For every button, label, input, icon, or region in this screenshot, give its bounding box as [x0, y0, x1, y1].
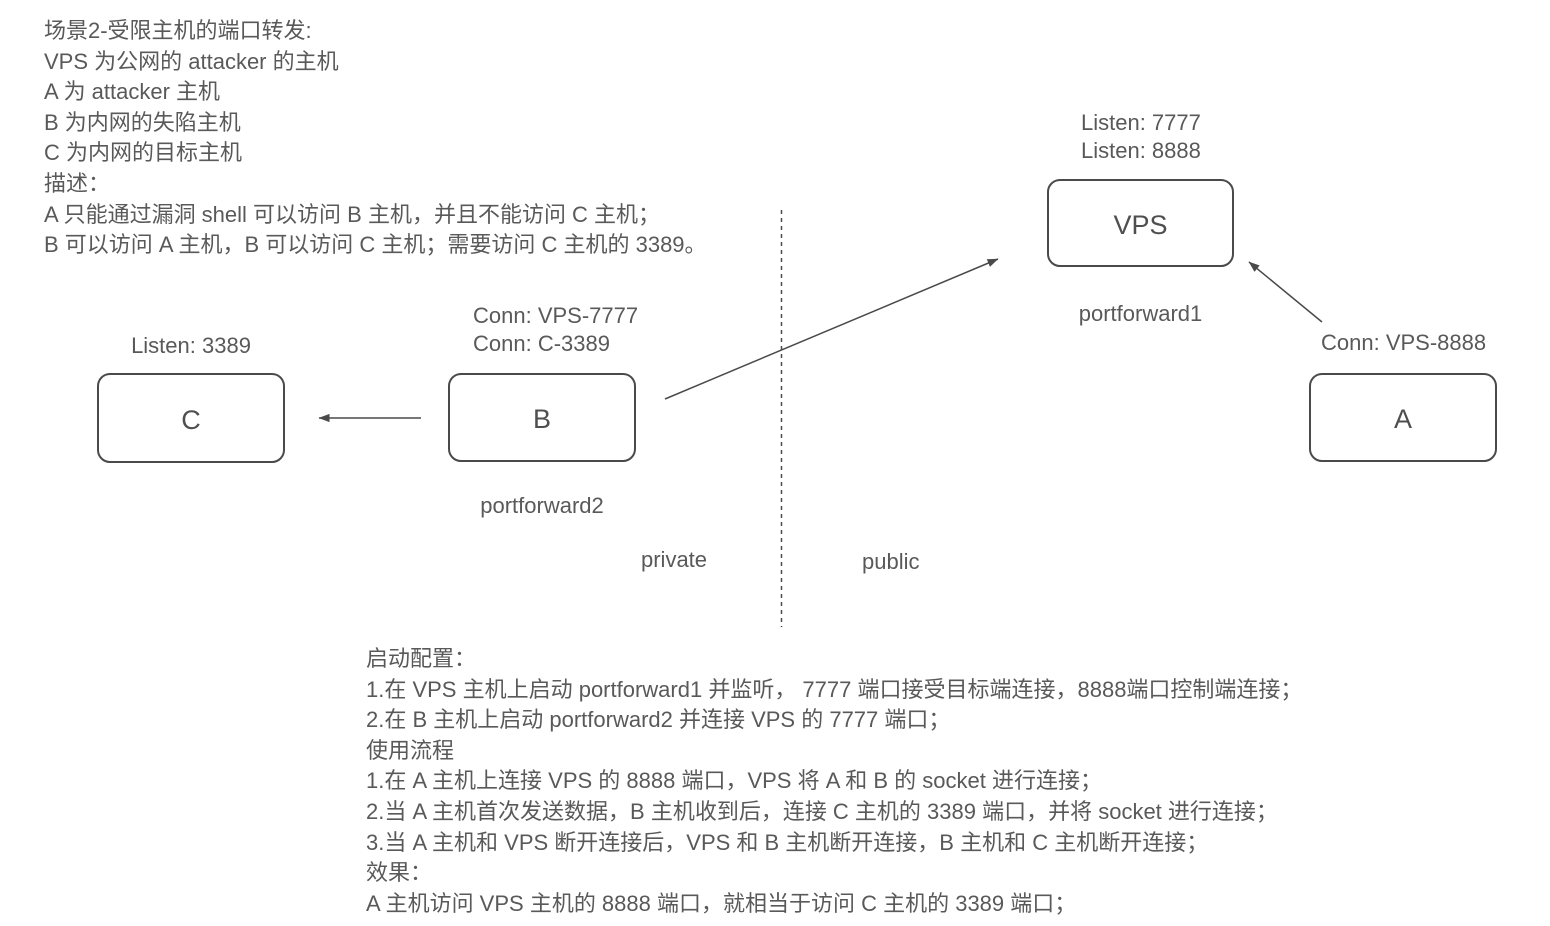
- node-c: C: [97, 373, 285, 463]
- scenario-line: A 只能通过漏洞 shell 可以访问 B 主机，并且不能访问 C 主机；: [44, 201, 661, 227]
- zone-label-private: private: [641, 547, 708, 572]
- notes-line: 2.在 B 主机上启动 portforward2 并连接 VPS 的 7777 …: [366, 707, 951, 733]
- scenario-line: C 为内网的目标主机: [44, 140, 243, 166]
- notes-line: 1.在 VPS 主机上启动 portforward1 并监听， 7777 端口接…: [366, 676, 1303, 702]
- node-a: A: [1309, 373, 1497, 462]
- usage-notes: 启动配置： 1.在 VPS 主机上启动 portforward1 并监听， 77…: [366, 644, 1302, 919]
- zone-label-public: public: [862, 549, 920, 574]
- label-portforward1: portforward1: [1078, 301, 1203, 326]
- label-portforward2: portforward2: [480, 493, 604, 518]
- arrow-b-to-vps: [664, 258, 999, 400]
- label-c-listen: Listen: 3389: [131, 333, 251, 358]
- scenario-description: 场景2-受限主机的端口转发: VPS 为公网的 attacker 的主机 A 为…: [44, 16, 707, 261]
- notes-line: A 主机访问 VPS 主机的 8888 端口，就相当于访问 C 主机的 3389…: [366, 890, 1077, 916]
- node-b: B: [448, 373, 636, 462]
- scenario-line: A 为 attacker 主机: [44, 79, 221, 105]
- notes-line: 1.在 A 主机上连接 VPS 的 8888 端口，VPS 将 A 和 B 的 …: [366, 768, 1102, 794]
- node-c-label: C: [181, 404, 201, 435]
- label-vps-listen: Listen: 7777 Listen: 8888: [1081, 109, 1201, 164]
- notes-line: 使用流程: [366, 737, 455, 763]
- node-vps: VPS: [1047, 179, 1234, 267]
- node-vps-label: VPS: [1113, 209, 1168, 240]
- node-b-label: B: [532, 404, 551, 434]
- scenario-line: B 为内网的失陷主机: [44, 109, 241, 135]
- notes-line: 2.当 A 主机首次发送数据，B 主机收到后，连接 C 主机的 3389 端口，…: [366, 798, 1278, 824]
- scenario-line: B 可以访问 A 主机，B 可以访问 C 主机；需要访问 C 主机的 3389。: [44, 232, 707, 258]
- label-b-conn: Conn: VPS-7777 Conn: C-3389: [473, 302, 638, 357]
- notes-line: 启动配置：: [366, 646, 477, 671]
- notes-line: 3.当 A 主机和 VPS 断开连接后，VPS 和 B 主机断开连接，B 主机和…: [366, 829, 1209, 855]
- arrow-a-to-vps: [1248, 261, 1323, 323]
- scenario-line: 场景2-受限主机的端口转发:: [44, 18, 312, 43]
- scenario-line: 描述：: [44, 170, 111, 196]
- label-vps-listen-line: Listen: 8888: [1081, 137, 1201, 163]
- label-a-conn: Conn: VPS-8888: [1321, 330, 1487, 355]
- notes-line: 效果：: [366, 860, 433, 886]
- label-b-conn-line: Conn: VPS-7777: [473, 303, 639, 328]
- node-a-label: A: [1393, 404, 1412, 434]
- label-b-conn-line: Conn: C-3389: [473, 330, 610, 356]
- scenario-line: VPS 为公网的 attacker 的主机: [44, 48, 339, 74]
- label-vps-listen-line: Listen: 7777: [1081, 110, 1201, 135]
